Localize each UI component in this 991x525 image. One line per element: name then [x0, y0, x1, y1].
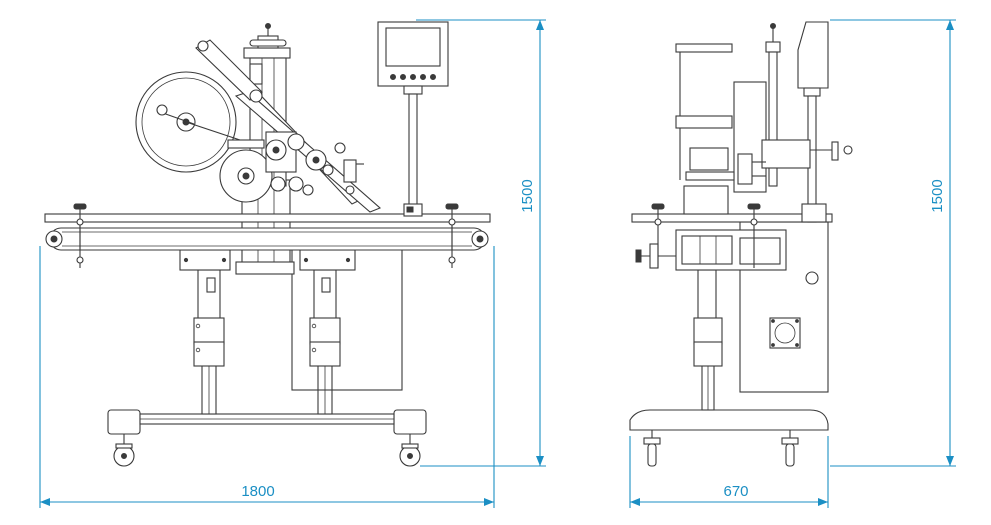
- side-conveyor: [631, 213, 833, 271]
- side-height-label: 1500: [929, 179, 946, 212]
- dimension-lines: [39, 19, 956, 508]
- front-view: [44, 21, 491, 467]
- side-base: [629, 409, 829, 467]
- front-rollers: [219, 131, 364, 203]
- side-control-panel: [797, 21, 829, 223]
- front-width-label: 1800: [241, 483, 274, 500]
- front-label-reel: [135, 71, 241, 173]
- dim-side-width: [629, 436, 829, 508]
- front-conveyor: [44, 213, 491, 251]
- front-guide-posts: [73, 203, 459, 268]
- dim-front-width: [39, 246, 495, 508]
- front-control-panel: [377, 21, 449, 217]
- front-left-leg: [179, 249, 231, 415]
- side-width-label: 670: [723, 483, 748, 500]
- side-guide-posts: [651, 203, 761, 268]
- dim-side-height: [830, 19, 956, 467]
- front-base-frame: [107, 409, 427, 467]
- front-right-leg: [299, 249, 356, 415]
- dim-front-height: [416, 19, 546, 467]
- front-height-label: 1500: [519, 179, 536, 212]
- side-view: [629, 21, 853, 467]
- side-label-head: [675, 23, 853, 215]
- side-leg: [693, 269, 723, 411]
